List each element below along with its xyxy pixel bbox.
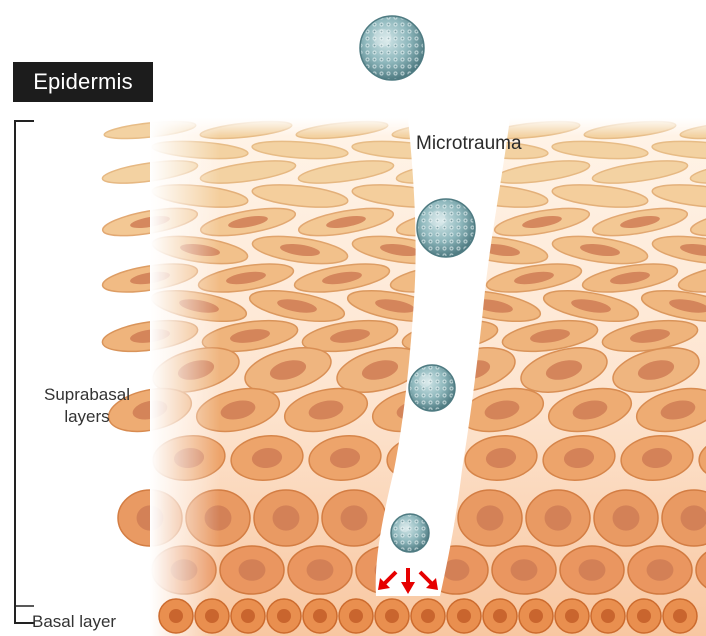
epidermal-cell: [560, 546, 624, 594]
virus-particle-icon: [391, 514, 429, 552]
suprabasal-line1: Suprabasal: [24, 384, 150, 406]
basal-cell: [195, 599, 229, 633]
basal-cell: [519, 599, 553, 633]
basal-cell: [303, 599, 337, 633]
cell-nucleus: [511, 559, 538, 581]
basal-cell: [591, 599, 625, 633]
cell-nucleus: [477, 505, 504, 530]
epidermal-cell: [254, 490, 318, 546]
epidermis-label: Epidermis: [13, 62, 153, 102]
cell-nucleus: [273, 505, 300, 530]
epidermal-cell: [458, 490, 522, 546]
basal-cell-row: [159, 599, 697, 633]
cell-nucleus: [647, 559, 674, 581]
basal-cell: [663, 599, 697, 633]
left-fade: [150, 118, 220, 636]
cell-nucleus: [545, 505, 572, 530]
cell-nucleus: [613, 505, 640, 530]
cell-nucleus: [341, 505, 368, 530]
basal-cell: [627, 599, 661, 633]
epidermal-cell: [492, 546, 556, 594]
epidermal-cell: [322, 490, 386, 546]
epidermal-cell: [288, 546, 352, 594]
suprabasal-line2: layers: [24, 406, 150, 428]
basal-cell: [231, 599, 265, 633]
basal-cell: [267, 599, 301, 633]
cell-nucleus: [239, 559, 266, 581]
epidermal-cell: [220, 546, 284, 594]
virus-particle-icon: [409, 365, 455, 411]
basal-cell: [411, 599, 445, 633]
basal-cell: [483, 599, 517, 633]
cell-nucleus: [579, 559, 606, 581]
basal-layer-label: Basal layer: [32, 611, 116, 633]
epidermal-cell: [628, 546, 692, 594]
basal-cell: [555, 599, 589, 633]
epidermal-cell: [594, 490, 658, 546]
virus-particle-icon: [360, 16, 424, 80]
suprabasal-layers-label: Suprabasal layers: [24, 384, 150, 428]
cell-nucleus: [307, 559, 334, 581]
basal-cell: [447, 599, 481, 633]
microtrauma-label: Microtrauma: [416, 133, 522, 155]
basal-cell: [375, 599, 409, 633]
virus-particle-icon: [417, 199, 475, 257]
layer-bracket: [15, 121, 34, 623]
basal-cell: [159, 599, 193, 633]
basal-cell: [339, 599, 373, 633]
epidermal-cell: [526, 490, 590, 546]
